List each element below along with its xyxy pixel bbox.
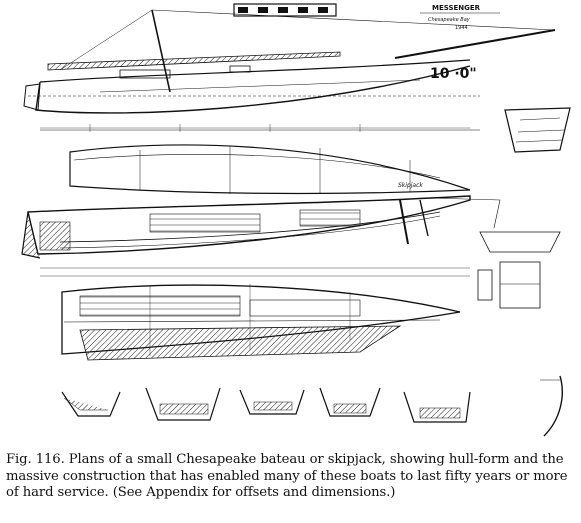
dimension-lines [40,124,470,277]
svg-text:10 ·0": 10 ·0" [430,66,477,82]
figure-caption: Fig. 116. Plans of a small Chesapeake ba… [6,452,578,502]
scale-bar [233,3,337,17]
profile-sail-plan: 10 ·0" [23,9,556,114]
title-block: MESSENGER Chesapeake Bay 1944 [420,4,500,31]
bottom-framing-plan [61,284,461,361]
location-line: Chesapeake Bay [428,17,471,23]
boat-plans-drawing: MESSENGER Chesapeake Bay 1944 10 ·0" [21,3,571,437]
construction-profile [21,195,501,259]
deck-plan-view [40,129,480,195]
fitting-details [477,231,561,309]
figure-label: Fig. 116. [6,452,65,467]
cross-sections-row [61,375,563,437]
caption-text: Plans of a small Chesapeake bateau or sk… [6,452,568,501]
boat-name: MESSENGER [432,4,481,12]
boat-label: Skipjack [398,182,423,189]
midship-section-sketch [504,107,571,153]
year-label: 1944 [455,25,468,31]
